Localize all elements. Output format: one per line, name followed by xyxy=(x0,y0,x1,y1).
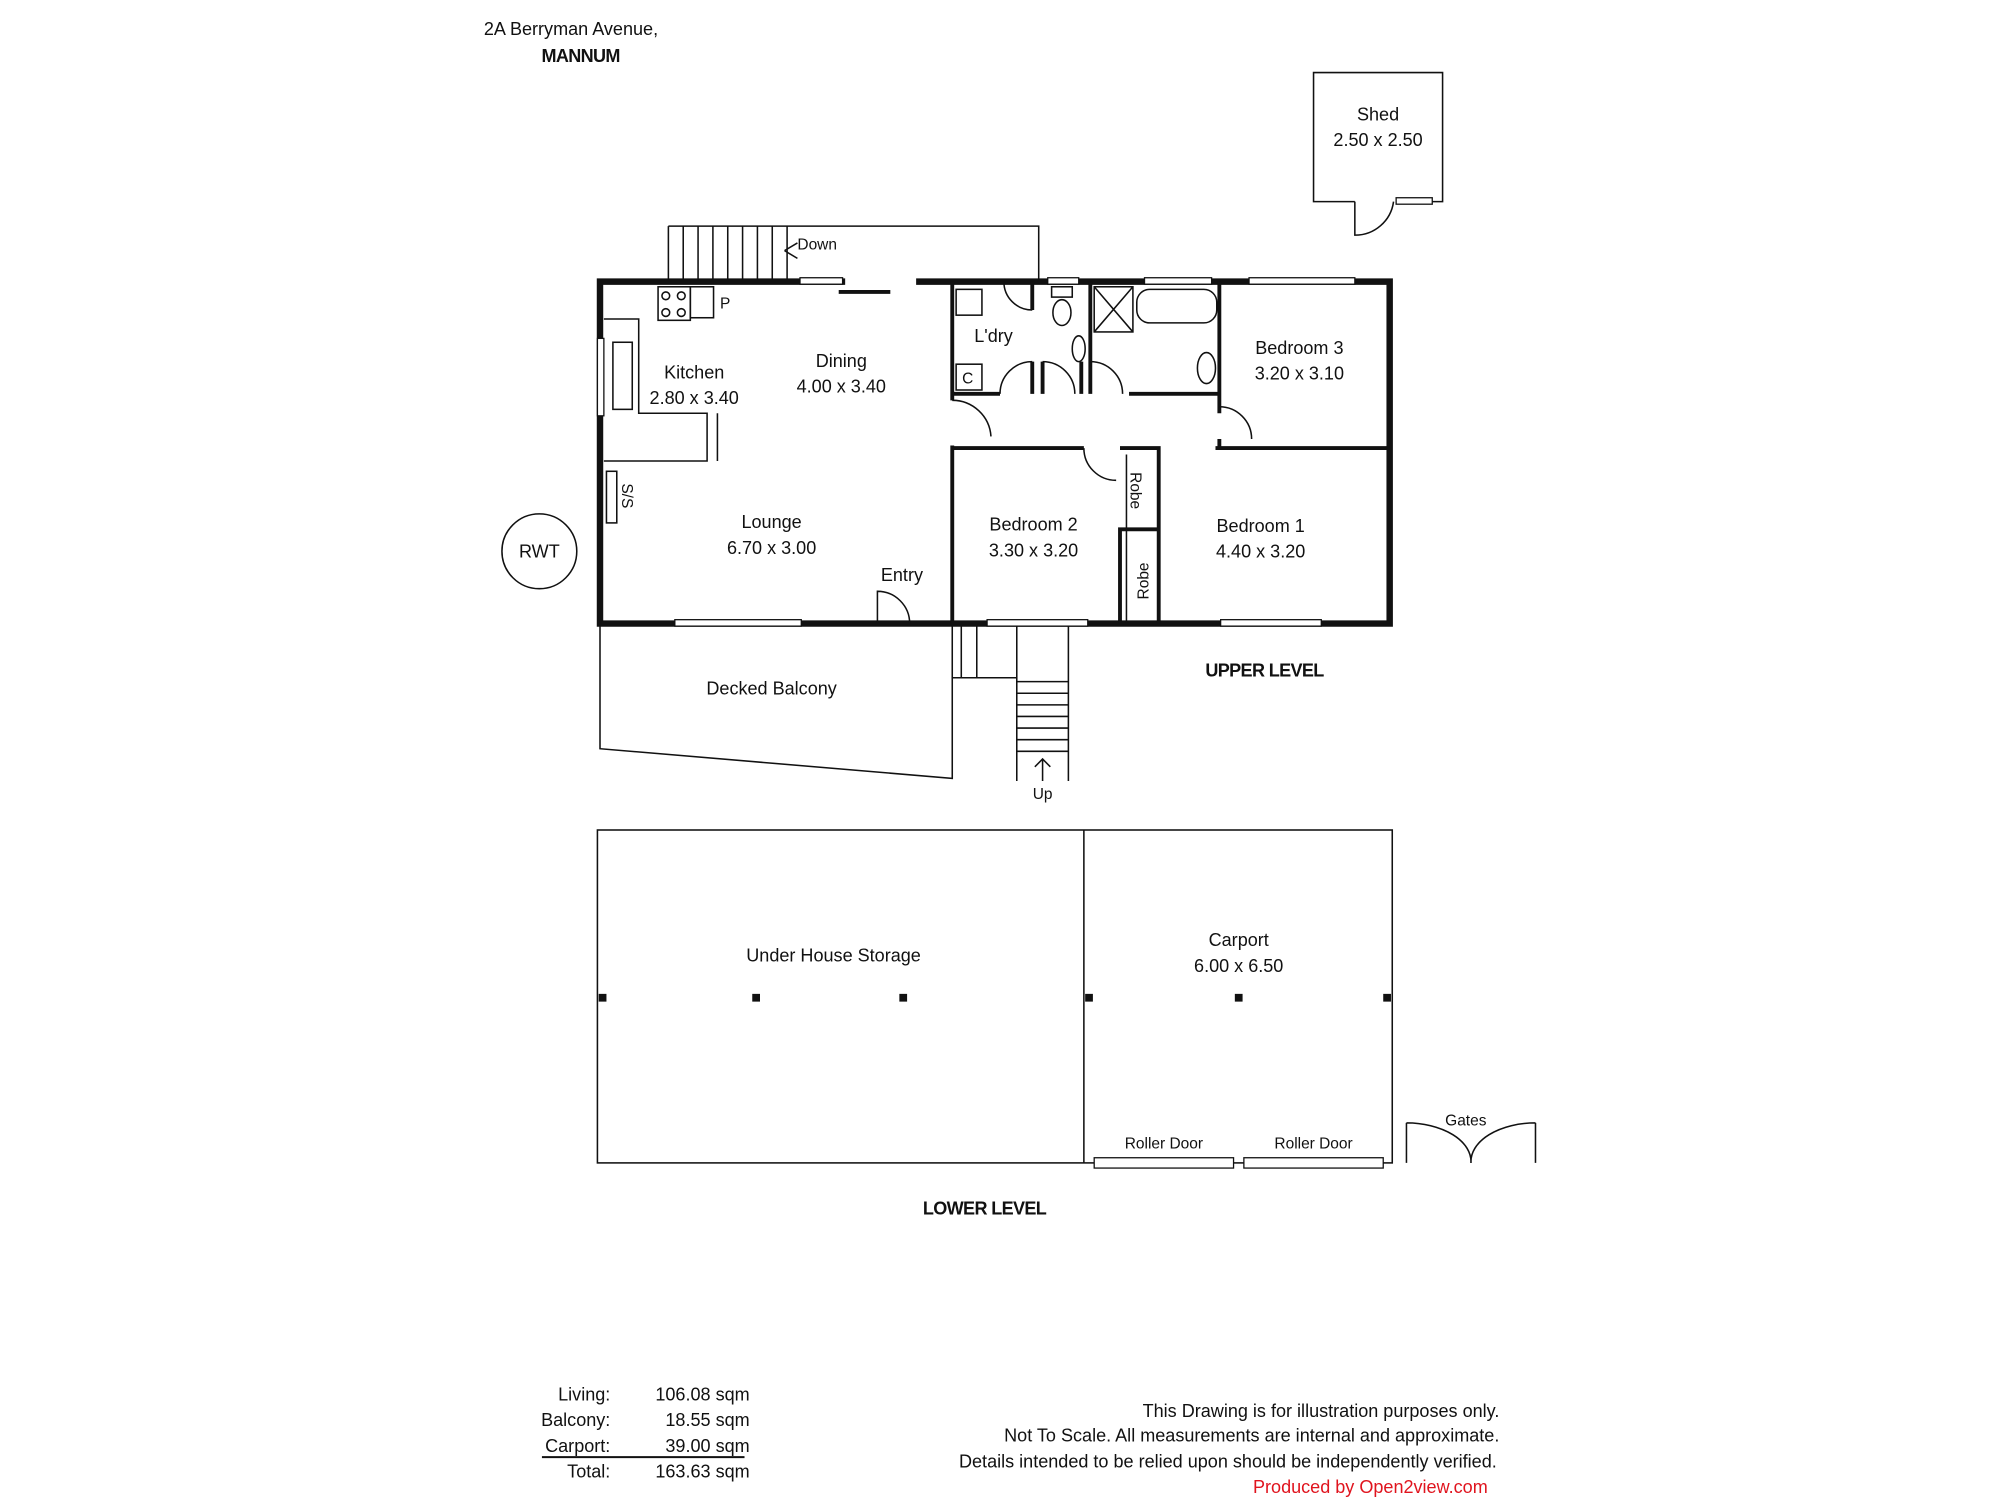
kitchen-label: Kitchen xyxy=(664,362,724,382)
bedroom2-size: 3.30 x 3.20 xyxy=(989,540,1078,560)
laundry-label: L'dry xyxy=(974,326,1013,346)
rwt-label: RWT xyxy=(519,542,560,562)
bedroom3-size: 3.20 x 3.10 xyxy=(1255,364,1344,384)
area-label: Balcony: xyxy=(541,1410,610,1430)
laundry-cupboard-label: C xyxy=(962,371,973,388)
stairs-up: Up xyxy=(1015,626,1070,803)
disclaimer-line: This Drawing is for illustration purpose… xyxy=(1143,1401,1500,1421)
lower-level xyxy=(596,829,1537,1169)
area-value: 39.00 sqm xyxy=(665,1436,749,1456)
ss-label: S/S xyxy=(618,483,635,508)
balcony-label: Decked Balcony xyxy=(706,679,836,699)
entry-label: Entry xyxy=(881,565,923,585)
roller-door-1-label: Roller Door xyxy=(1125,1136,1203,1153)
pantry-label: P xyxy=(720,296,730,313)
decked-balcony xyxy=(599,626,954,780)
dining-label: Dining xyxy=(816,351,867,371)
area-value: 163.63 sqm xyxy=(655,1462,749,1482)
stairs-down-label: Down xyxy=(797,236,837,253)
stairs-down: Down xyxy=(667,225,1040,282)
carport-size: 6.00 x 6.50 xyxy=(1194,956,1283,976)
suburb: MANNUM xyxy=(541,46,619,66)
lounge-label: Lounge xyxy=(741,512,801,532)
address: 2A Berryman Avenue, xyxy=(484,19,658,39)
bedroom1-label: Bedroom 1 xyxy=(1217,516,1305,536)
lower-level-title: LOWER LEVEL xyxy=(923,1199,1047,1219)
bedroom3-label: Bedroom 3 xyxy=(1255,338,1343,358)
roller-door-2 xyxy=(1243,1157,1384,1169)
dining-size: 4.00 x 3.40 xyxy=(797,377,886,397)
stairs-up-label: Up xyxy=(1033,786,1053,803)
roller-door-1 xyxy=(1093,1157,1235,1169)
roller-door-2-label: Roller Door xyxy=(1274,1136,1352,1153)
shed-label: Shed xyxy=(1357,104,1399,124)
kitchen-size: 2.80 x 3.40 xyxy=(650,388,739,408)
rainwater-tank xyxy=(501,513,578,590)
storage-label: Under House Storage xyxy=(746,946,921,966)
upper-level-title: UPPER LEVEL xyxy=(1205,660,1324,680)
shed-size: 2.50 x 2.50 xyxy=(1333,130,1422,150)
disclaimer-line: Details intended to be relied upon shoul… xyxy=(959,1451,1497,1471)
gates-label: Gates xyxy=(1445,1112,1487,1129)
area-label: Carport: xyxy=(545,1436,610,1456)
disclaimer-line: Not To Scale. All measurements are inter… xyxy=(1004,1426,1499,1446)
shed: Shed 2.50 x 2.50 xyxy=(1312,71,1444,236)
area-summary: Living: 106.08 sqm Balcony: 18.55 sqm Ca… xyxy=(541,1384,750,1481)
area-value: 106.08 sqm xyxy=(655,1384,749,1404)
robe2-label: Robe xyxy=(1135,562,1152,599)
lounge-size: 6.70 x 3.00 xyxy=(727,538,816,558)
bedroom1-size: 4.40 x 3.20 xyxy=(1216,542,1305,562)
area-label: Total: xyxy=(567,1462,610,1482)
bedroom2-label: Bedroom 2 xyxy=(989,515,1077,535)
upper-level: P C xyxy=(596,277,1393,627)
credit-link[interactable]: Produced by Open2view.com xyxy=(1253,1477,1488,1497)
area-label: Living: xyxy=(558,1384,610,1404)
area-value: 18.55 sqm xyxy=(665,1410,749,1430)
robe1-label: Robe xyxy=(1126,472,1143,509)
carport-label: Carport xyxy=(1209,930,1269,950)
